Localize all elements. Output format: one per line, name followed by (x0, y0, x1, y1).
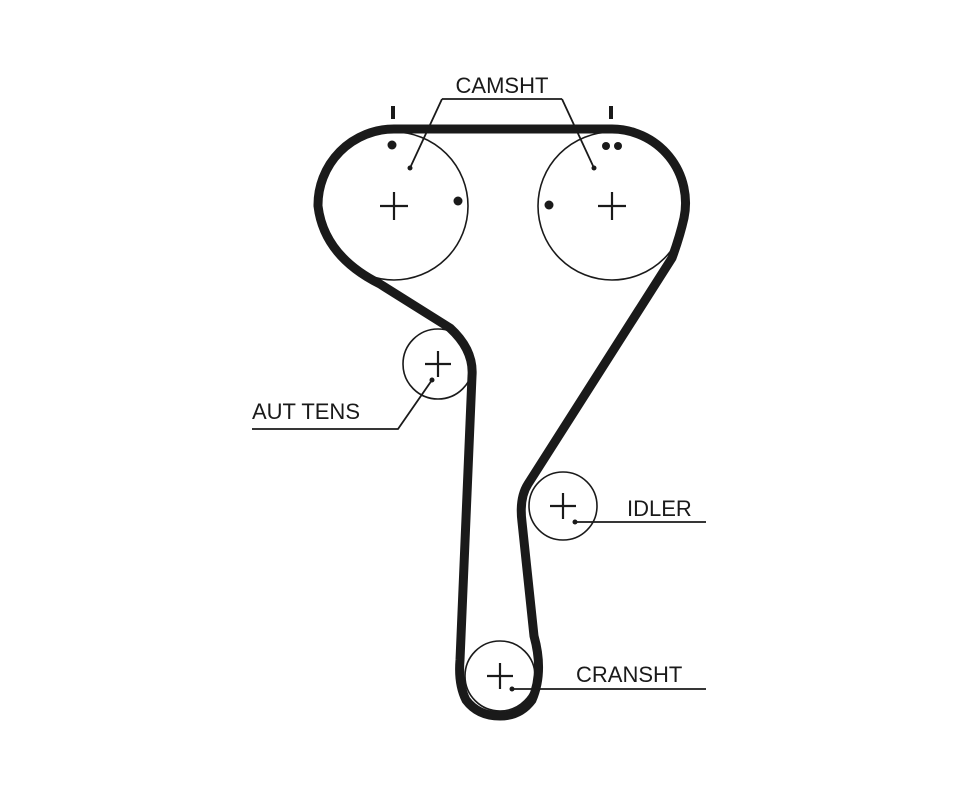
center-cross-icon (380, 192, 408, 220)
center-cross-icon (487, 663, 513, 689)
leader-end-dot (591, 165, 597, 171)
center-cross-icon (598, 192, 626, 220)
leader-end-dot (429, 377, 435, 383)
crankshaft-pulley (464, 640, 536, 712)
timing-mark-dot (602, 142, 610, 150)
camshaft-label: CAMSHT (456, 73, 549, 98)
camshaft-pulley-right (537, 131, 687, 281)
timing-mark-dot (614, 142, 622, 150)
camshaft-leader-line (409, 98, 595, 169)
auto-tensioner-leader-line (252, 379, 433, 430)
timing-mark-dot (387, 140, 397, 150)
timing-mark-dot (544, 200, 554, 210)
auto-tensioner-pulley (402, 328, 474, 400)
leader-end-dot (509, 686, 515, 692)
leader-end-dot (572, 519, 578, 525)
timing-tick-left (391, 106, 395, 119)
center-cross-icon (425, 351, 451, 377)
leader-end-dot (407, 165, 413, 171)
timing-mark-dot (453, 196, 463, 206)
crankshaft-label: CRANSHT (576, 662, 682, 687)
idler-pulley (528, 471, 598, 541)
center-cross-icon (550, 493, 576, 519)
timing-belt (313, 124, 691, 721)
idler-label: IDLER (627, 496, 692, 521)
timing-tick-right (609, 106, 613, 119)
auto-tensioner-label: AUT TENS (252, 399, 360, 424)
camshaft-pulley-left (319, 131, 469, 281)
